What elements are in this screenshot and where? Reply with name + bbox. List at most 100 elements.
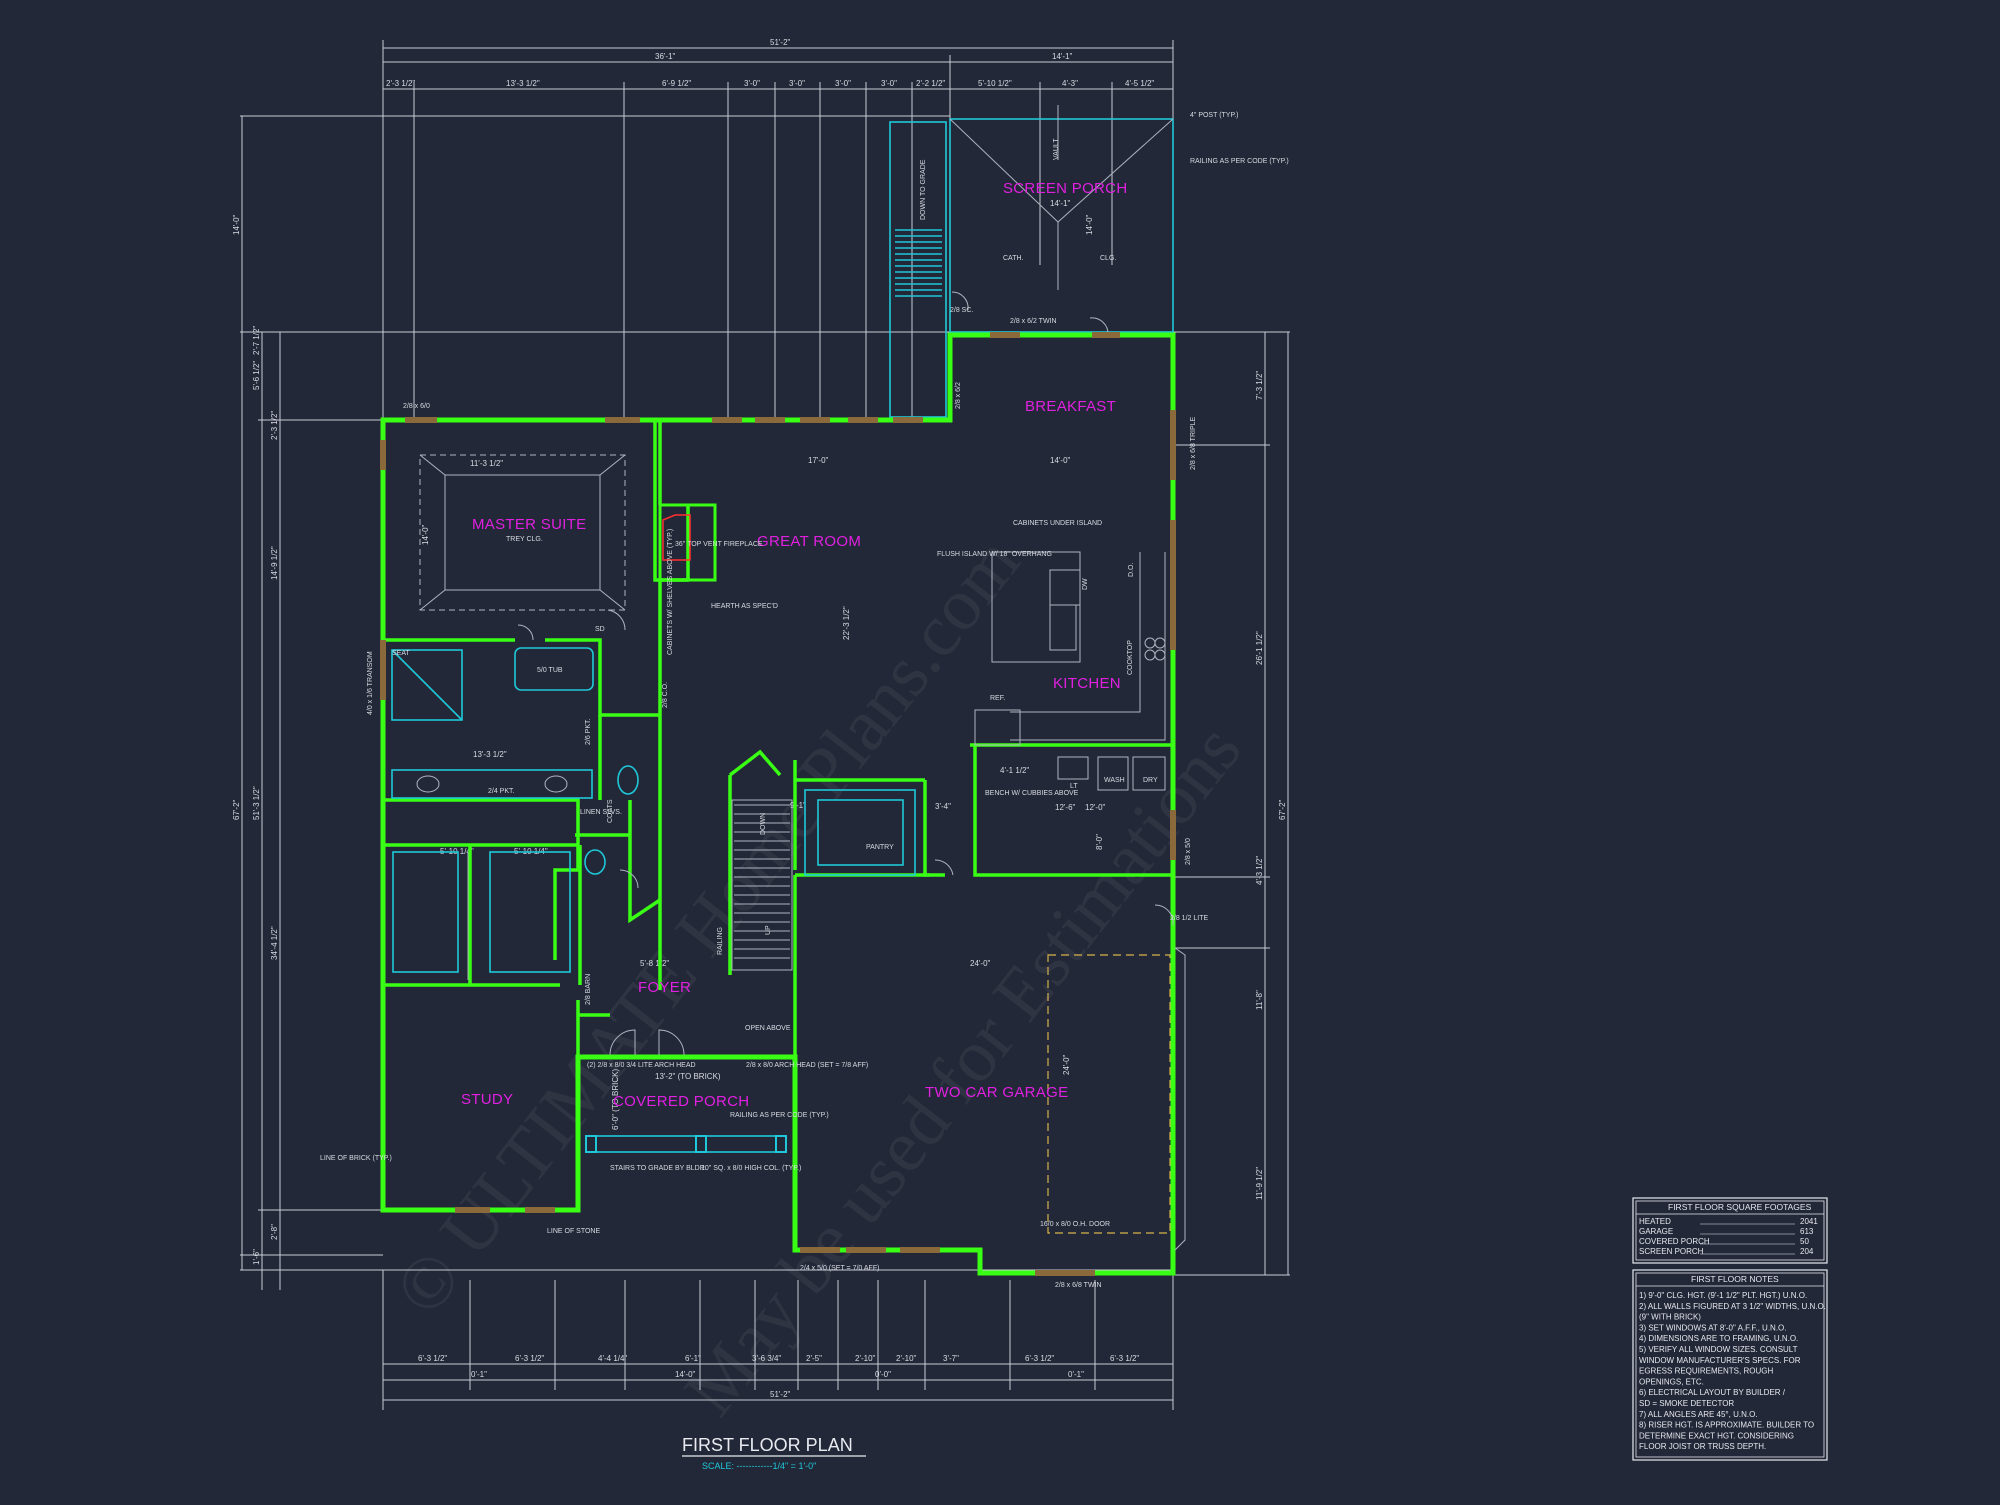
annotation-label: 10" SQ. x 8/0 HIGH COL. (TYP.) xyxy=(701,1165,801,1172)
dim-bottom-mid: 0'-1" xyxy=(1068,1370,1084,1379)
annotation-label: 4/0 x 1/6 TRANSOM xyxy=(367,651,374,715)
note-line: 4) DIMENSIONS ARE TO FRAMING, U.N.O. xyxy=(1639,1334,1798,1343)
note-line: 7) ALL ANGLES ARE 45°, U.N.O. xyxy=(1639,1410,1758,1419)
dim-interior: 11'-3 1/2" xyxy=(470,459,503,468)
note-line: 2) ALL WALLS FIGURED AT 3 1/2" WIDTHS, U… xyxy=(1639,1302,1826,1311)
dim-right-segment: 11'-8" xyxy=(1255,990,1264,1010)
dim-bottom-segment: 6'-3 1/2" xyxy=(515,1354,544,1363)
dimension-lines xyxy=(240,40,1290,1410)
dim-interior: 8'-0" xyxy=(1095,834,1104,850)
annotation-label: 2/6 PKT. xyxy=(585,718,592,745)
dim-left-segment: 51'-3 1/2" xyxy=(252,786,261,820)
annotation-label: 2/8 C.O. xyxy=(662,682,669,708)
sqft-value: 204 xyxy=(1800,1247,1814,1256)
annotation-label: SD xyxy=(595,626,605,633)
dim-bottom-mid: 0'-0" xyxy=(875,1370,891,1379)
annotation-label: 5/0 TUB xyxy=(537,667,563,674)
dim-left-segment: 1'-6" xyxy=(252,1249,261,1265)
dim-bottom-segment: 6'-3 1/2" xyxy=(418,1354,447,1363)
dim-interior: 14'-0" xyxy=(1085,214,1094,235)
room-breakfast: BREAKFAST xyxy=(1025,398,1116,415)
annotation-label: LINE OF BRICK (TYP.) xyxy=(320,1155,392,1162)
notes-table: FIRST FLOOR NOTES 1) 9'-0" CLG. HGT. (9'… xyxy=(1632,1269,1828,1461)
annotation-label: 2/8 x 6/2 xyxy=(955,382,962,409)
windows xyxy=(380,332,1176,1276)
dim-interior: 4'-1 1/2" xyxy=(1000,766,1029,775)
annotation-label: RAILING AS PER CODE (TYP.) xyxy=(1190,158,1289,165)
room-great-room: GREAT ROOM xyxy=(757,533,861,550)
dim-interior: 17'-0" xyxy=(808,456,829,465)
dim-bottom-segment: 4'-4 1/4" xyxy=(598,1354,627,1363)
annotation-label: 16/0 x 8/0 O.H. DOOR xyxy=(1040,1221,1110,1228)
annotation-label: CATH. xyxy=(1003,255,1024,262)
sqft-table-title: FIRST FLOOR SQUARE FOOTAGES xyxy=(1668,1202,1812,1212)
annotation-label: 4" POST (TYP.) xyxy=(1190,112,1239,119)
dim-interior: 13'-2" (TO BRICK) xyxy=(655,1072,721,1081)
sqft-label: GARAGE xyxy=(1639,1227,1673,1236)
annotation-label: 2/8 x 6/0 xyxy=(403,403,430,410)
dim-left-segment: 2'-7 1/2" xyxy=(252,326,261,355)
drawing-title-text: FIRST FLOOR PLAN xyxy=(682,1435,853,1455)
room-two-car-garage: TWO CAR GARAGE xyxy=(925,1084,1068,1101)
room-study: STUDY xyxy=(461,1091,513,1108)
annotation-label: DOWN TO GRADE xyxy=(920,159,927,220)
note-line: FLOOR JOIST OR TRUSS DEPTH. xyxy=(1639,1442,1766,1451)
annotation-label: DW xyxy=(1082,578,1089,590)
watermark: © ULTIMATE Home Plans.com May be used fo… xyxy=(379,522,1257,1431)
closet-outlines xyxy=(392,851,571,980)
drawing-title: FIRST FLOOR PLAN SCALE: ------------1/4"… xyxy=(682,1435,866,1471)
annotation-label: LINEN SLVS. xyxy=(580,809,622,816)
dim-top-right: 14'-1" xyxy=(1052,52,1073,61)
dim-right-segment: 4'-3 1/2" xyxy=(1255,856,1264,885)
annotation-label: LT xyxy=(1070,783,1078,790)
room-foyer: FOYER xyxy=(638,979,691,996)
note-line: (9" WITH BRICK) xyxy=(1639,1313,1701,1322)
sqft-label: COVERED PORCH xyxy=(1639,1237,1710,1246)
dim-bottom-segment: 2'-5" xyxy=(806,1354,822,1363)
annotation-label: 2/8 BARN xyxy=(585,974,592,1005)
annotations: 4" POST (TYP.) RAILING AS PER CODE (TYP.)… xyxy=(320,112,1289,1289)
annotation-label: 2/8 x 6/8 TRIPLE xyxy=(1190,416,1197,470)
dim-interior: 14'-0" xyxy=(421,524,430,545)
dim-top-segment: 3'-0" xyxy=(789,79,805,88)
annotation-label: CABINETS W/ SHELVES ABOVE (TYP.) xyxy=(667,529,674,655)
annotation-label: DOWN xyxy=(760,813,767,835)
annotation-label: 36" TOP VENT FIREPLACE xyxy=(675,541,763,548)
annotation-label: (2) 2/8 x 8/0 3/4 LITE ARCH HEAD xyxy=(587,1062,696,1069)
annotation-label: COATS xyxy=(607,799,614,823)
dim-top-segment: 2'-3 1/2" xyxy=(386,79,415,88)
door-swings xyxy=(517,291,1174,1056)
dim-top-segment: 2'-2 1/2" xyxy=(916,79,945,88)
annotation-label: OPEN ABOVE xyxy=(745,1025,791,1032)
dim-top-left: 36'-1" xyxy=(655,52,676,61)
dim-interior: 24'-0" xyxy=(970,959,991,968)
annotation-label: HEARTH AS SPEC'D xyxy=(711,603,778,610)
notes-table-title: FIRST FLOOR NOTES xyxy=(1691,1274,1779,1284)
dim-bottom-segment: 2'-10" xyxy=(855,1354,876,1363)
dim-interior: 3'-4" xyxy=(935,802,951,811)
annotation-label: UP xyxy=(765,925,772,935)
dim-bottom-segment: 2'-10" xyxy=(896,1354,917,1363)
annotation-label: RAILING xyxy=(717,927,724,955)
annotation-label: LINE OF STONE xyxy=(547,1228,600,1235)
dim-interior: 13'-3 1/2" xyxy=(473,750,507,759)
kitchen-fixtures xyxy=(974,551,1166,791)
dim-bottom-mid: 0'-1" xyxy=(471,1370,487,1379)
dim-right-overall: 67'-2" xyxy=(1278,799,1287,820)
note-line: DETERMINE EXACT HGT. CONSIDERING xyxy=(1639,1431,1794,1440)
dim-top-segment: 4'-5 1/2" xyxy=(1125,79,1154,88)
dim-interior: 5'-8 1/2" xyxy=(640,959,669,968)
note-line: 5) VERIFY ALL WINDOW SIZES. CONSULT xyxy=(1639,1345,1798,1354)
dim-bottom-mid: 14'-0" xyxy=(675,1370,696,1379)
pantry-shelves xyxy=(804,789,916,876)
dim-top-segment: 6'-9 1/2" xyxy=(662,79,691,88)
dim-interior: 12'-6" xyxy=(1055,803,1076,812)
dim-top-segment: 3'-0" xyxy=(881,79,897,88)
room-labels: SCREEN PORCH BREAKFAST MASTER SUITE TREY… xyxy=(461,180,1127,1110)
dim-bottom-segment: 6'-3 1/2" xyxy=(1110,1354,1139,1363)
annotation-label: 2/8 SC. xyxy=(950,307,973,314)
annotation-label: REF. xyxy=(990,695,1005,702)
note-line: 1) 9'-0" CLG. HGT. (9'-1 1/2" PLT. HGT.)… xyxy=(1639,1291,1807,1300)
dim-left-overall: 67'-2" xyxy=(232,799,241,820)
